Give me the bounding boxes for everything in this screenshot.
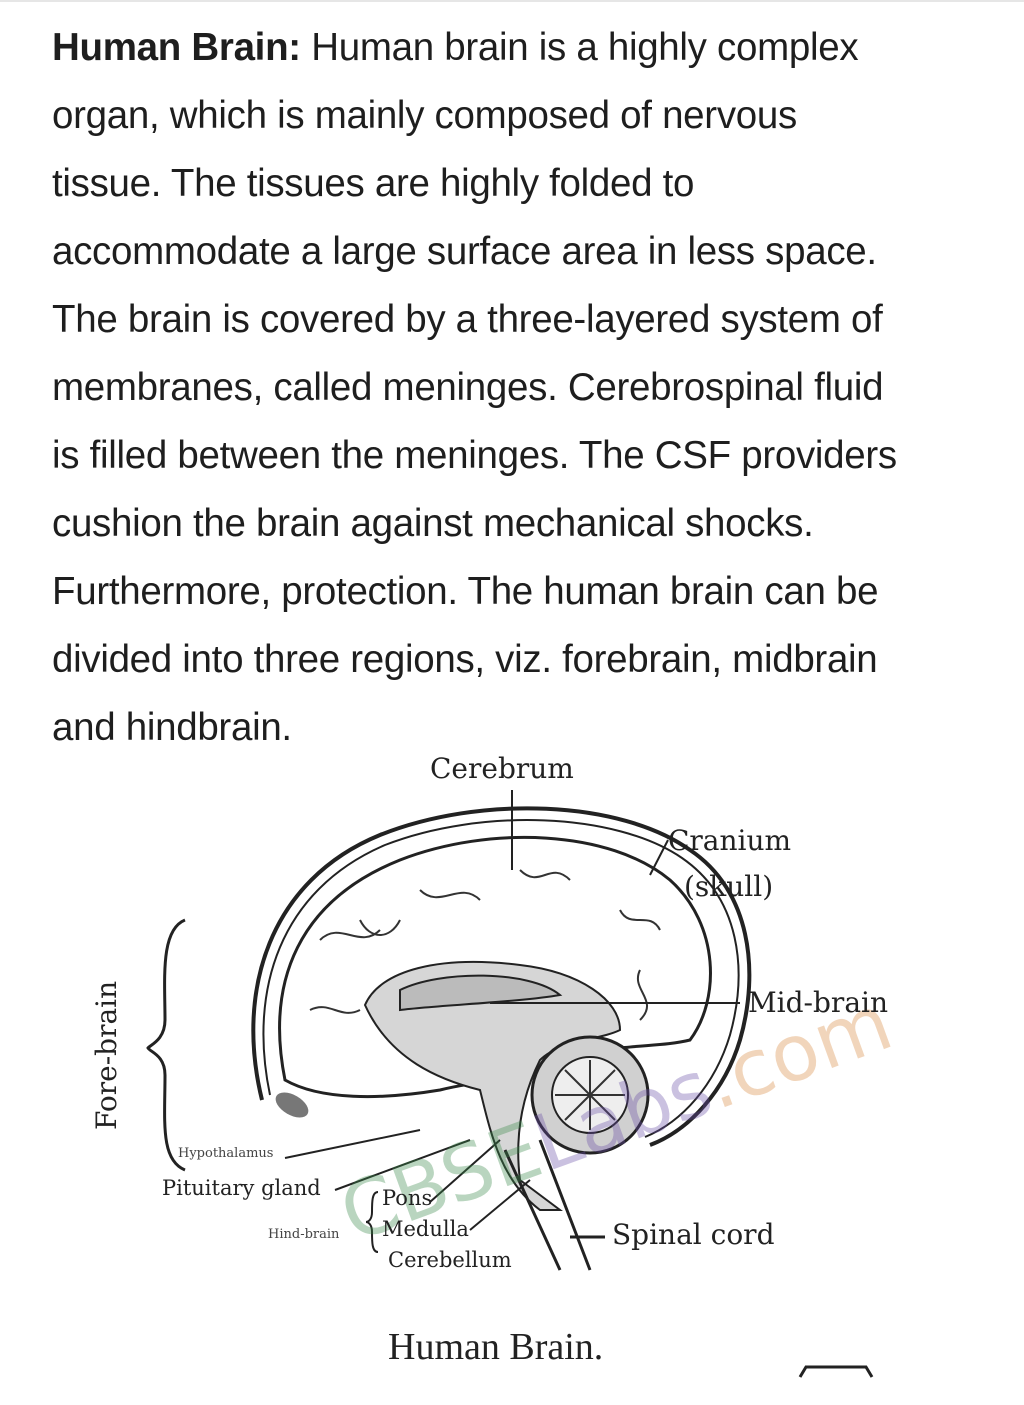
label-cerebrum: Cerebrum — [430, 752, 574, 785]
paragraph-line: is filled between the meninges. The CSF … — [52, 434, 897, 477]
label-cerebellum: Cerebellum — [388, 1248, 512, 1272]
brain-diagram: CBSELabs.com Cerebrum Cranium (skull) Mi… — [0, 740, 1024, 1405]
label-midbrain: Mid-brain — [748, 986, 888, 1019]
paragraph-line: cushion the brain against mechanical sho… — [52, 502, 814, 545]
label-medulla: Medulla — [382, 1217, 469, 1241]
paragraph-line: Furthermore, protection. The human brain… — [52, 570, 879, 613]
paragraph-line: membranes, called meninges. Cerebrospina… — [52, 366, 884, 409]
paragraph-line: divided into three regions, viz. forebra… — [52, 638, 878, 681]
label-pituitary-gland: Pituitary gland — [162, 1176, 321, 1200]
lead-term: Human Brain: — [52, 26, 301, 69]
paragraph-line: tissue. The tissues are highly folded to — [52, 162, 695, 205]
label-skull: (skull) — [684, 870, 774, 903]
paragraph-line: Human Brain: Human brain is a highly com… — [52, 26, 859, 69]
label-forebrain: Fore-brain — [90, 980, 123, 1130]
label-cranium: Cranium — [668, 824, 792, 857]
label-hindbrain: Hind-brain — [268, 1227, 340, 1242]
label-spinal-cord: Spinal cord — [612, 1218, 775, 1251]
figure-caption: Human Brain. — [388, 1326, 604, 1368]
brain-illustration — [146, 790, 874, 1378]
paragraph-line: organ, which is mainly composed of nervo… — [52, 94, 797, 137]
paragraph-line: and hindbrain. — [52, 706, 292, 749]
label-hypothalamus: Hypothalamus — [178, 1146, 274, 1161]
top-divider — [0, 0, 1024, 2]
body-paragraph: Human Brain: Human brain is a highly com… — [52, 14, 992, 762]
paragraph-line: accommodate a large surface area in less… — [52, 230, 877, 273]
paragraph-line: The brain is covered by a three-layered … — [52, 298, 883, 341]
label-pons: Pons — [382, 1186, 433, 1210]
